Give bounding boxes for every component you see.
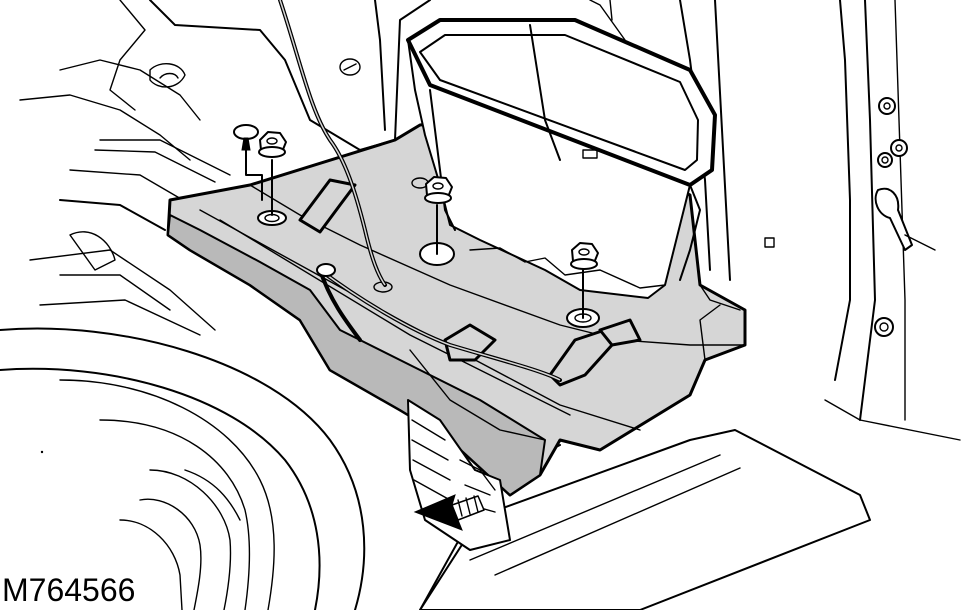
fasteners: [233, 124, 599, 319]
nut-icon: [570, 242, 599, 319]
stray-dot: [40, 450, 44, 454]
stud-icon: [877, 152, 893, 168]
figure-reference-number: M764566: [2, 572, 136, 608]
body-studs: [874, 97, 936, 337]
stud-icon: [878, 97, 896, 115]
wiring-harness: [278, 0, 562, 382]
removal-arrow-icon: [413, 494, 485, 531]
stud-icon: [890, 139, 908, 157]
wheel-arch: [0, 327, 366, 610]
stud-icon: [874, 317, 894, 337]
nut-icon: [424, 176, 453, 255]
battery-box: [406, 0, 717, 299]
clip-icon: [233, 124, 263, 201]
ground-terminal-icon: [874, 187, 936, 251]
nut-icon: [258, 131, 287, 216]
